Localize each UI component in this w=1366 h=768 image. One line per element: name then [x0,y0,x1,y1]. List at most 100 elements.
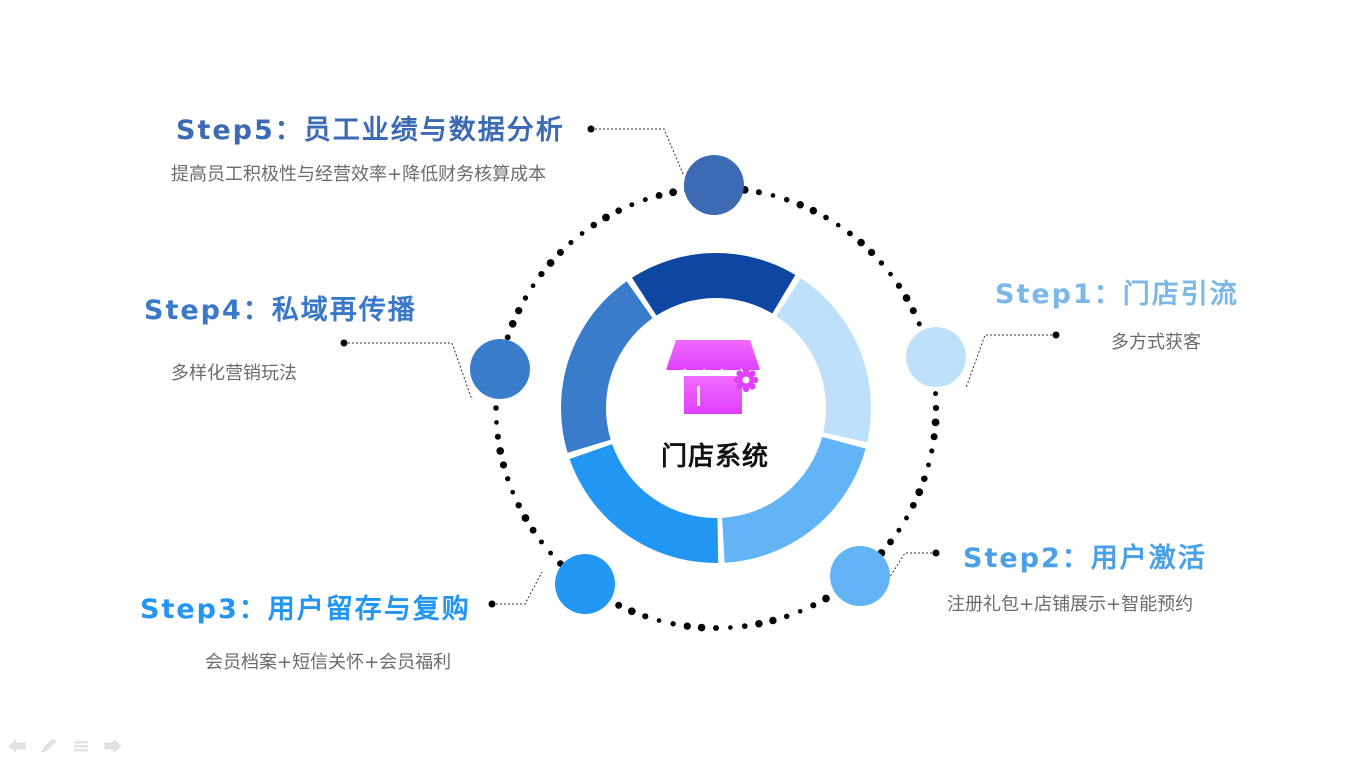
orbit-dot [796,201,804,209]
orbit-dot [655,192,663,199]
leader-lines [340,125,1060,608]
step4-desc: 多样化营销玩法 [171,363,297,384]
orbit-dot [933,391,938,397]
step3-title: Step3：用户留存与复购 [140,594,471,625]
store-door [697,386,700,406]
ring-segment-1 [776,278,871,443]
orbit-dot [835,222,841,228]
leader-dot-1 [1052,331,1060,339]
leader-line-1 [965,334,1056,389]
orbit-dot [915,488,924,497]
step5-node [684,155,744,215]
orbit-dot [683,622,691,630]
orbit-dot [496,447,505,455]
orbit-dot [888,271,893,277]
store-body [684,376,742,414]
orbit-dot [728,625,733,630]
orbit-dot [522,295,529,301]
store-awning [666,340,760,370]
center-label: 门店系统 [660,442,769,472]
leader-line-3 [492,571,543,605]
ring-segment-5 [632,253,796,316]
step-nodes [470,155,966,614]
step3-desc: 会员档案+短信关怀+会员福利 [205,652,452,673]
orbit-dot [590,221,598,229]
orbit-dot [902,294,911,302]
orbit-dot [929,448,935,454]
orbit-dot [548,550,554,556]
orbit-dot [713,625,719,631]
orbit-dot [909,307,917,315]
leader-dot-2 [932,549,940,557]
orbit-dot [921,475,928,482]
pen-icon[interactable] [40,738,58,754]
orbit-dot [896,527,902,533]
orbit-dot [878,260,885,266]
slide-nav [8,738,122,754]
ring-segment-3 [569,444,719,563]
store-settings-icon [665,340,761,414]
orbit-dot [505,476,511,482]
orbit-dot [602,213,610,222]
gear-hole [742,376,750,384]
orbit-dot [499,461,508,469]
orbit-dot [783,196,790,203]
step1-desc: 多方式获客 [1111,332,1201,353]
orbit-dot [822,594,830,603]
orbit-dot [615,601,623,609]
step1-node [906,327,966,387]
orbit-dot [493,405,499,411]
orbit-dot [887,538,894,546]
orbit-dot [823,214,829,221]
step3-node [555,554,615,614]
orbit-dot [538,539,544,545]
orbit-dot [669,188,677,197]
leader-line-4 [344,342,473,401]
orbit-dot [627,607,636,616]
orbit-dot [515,307,523,315]
orbit-dot [857,238,865,247]
orbit-dot [895,282,903,289]
orbit-dot [926,462,931,468]
orbit-dot [770,193,776,198]
orbit-dot [809,206,818,215]
step2-desc: 注册礼包+店铺展示+智能预约 [947,594,1194,615]
orbit-dot [510,489,516,495]
step1-title: Step1：门店引流 [995,279,1239,310]
orbit-dot [783,613,790,620]
orbit-dot [755,620,763,628]
step5-title: Step5：员工业绩与数据分析 [176,115,565,146]
arrow-left-icon[interactable] [8,738,26,754]
orbit-dot [642,613,649,620]
orbit-dot [656,618,662,623]
orbit-dot [867,248,876,257]
orbit-dot [697,623,706,632]
orbit-dot [556,248,564,256]
orbit-dot [515,502,522,509]
orbit-dot [810,602,817,609]
arrow-right-icon[interactable] [104,738,122,754]
orbit-dot [769,616,777,625]
orbit-dot [530,283,536,289]
orbit-dot [546,259,555,267]
orbit-dot [538,270,545,278]
step2-node [830,546,890,606]
orbit-dot [916,321,922,327]
menu-icon[interactable] [72,738,90,754]
orbit-dot [568,240,574,246]
leader-dot-4 [340,339,348,347]
orbit-dot [931,418,940,427]
orbit-dot [642,197,648,203]
orbit-dot [504,334,511,341]
orbit-dot [909,501,917,509]
orbit-dot [932,404,940,412]
orbit-dot [629,202,635,208]
orbit-dot [615,207,623,215]
orbit-dot [521,514,530,522]
ring-segment-2 [722,436,866,563]
leader-dot-3 [488,600,496,608]
leader-dot-5 [587,125,595,133]
orbit-dot [494,420,499,425]
orbit-dot [508,319,517,328]
